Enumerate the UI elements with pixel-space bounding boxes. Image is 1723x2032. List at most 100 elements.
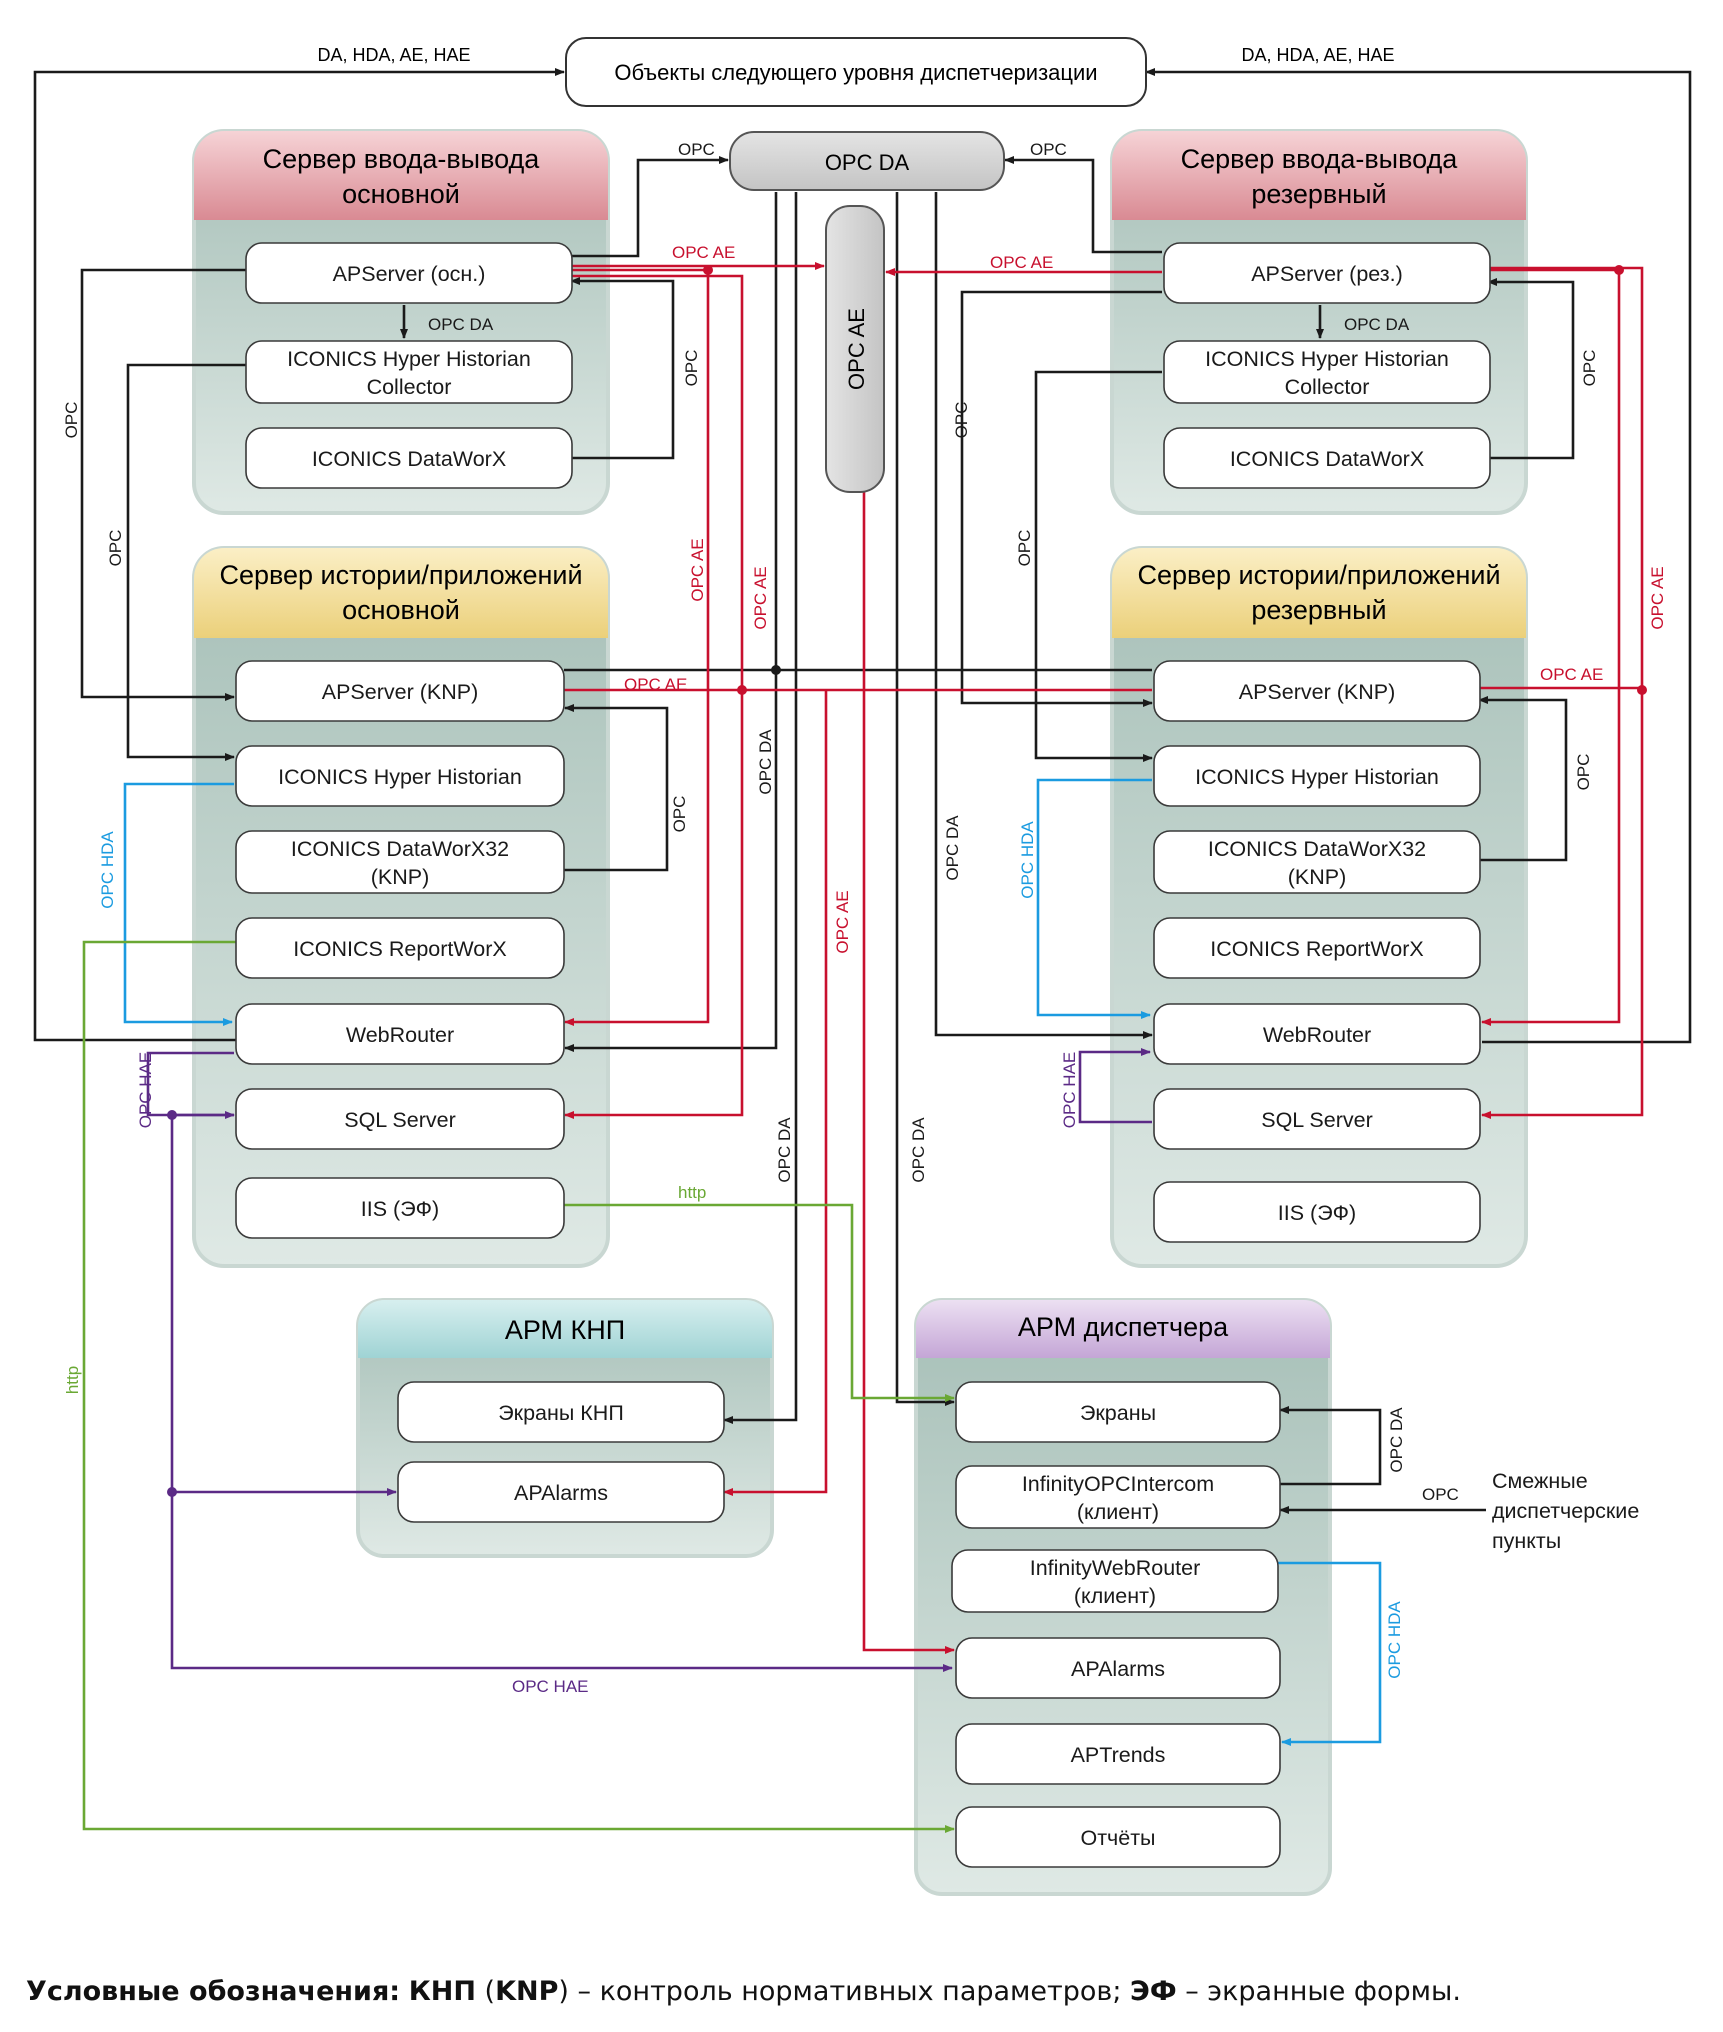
panel-hist-res: Сервер истории/приложений резервный: [1110, 546, 1528, 1268]
label-opc-da: OPC DA: [756, 729, 775, 795]
node-webrouter-res: [1153, 1003, 1481, 1065]
top-label-left: DA, HDA, AE, HAE: [317, 45, 470, 65]
label-opc: OPC: [106, 530, 125, 567]
node-label: WebRouter: [1263, 1023, 1371, 1047]
label-opc-hae: OPC HAE: [1060, 1052, 1079, 1129]
label-opc-da: OPC DA: [943, 815, 962, 881]
node-label: WebRouter: [346, 1023, 454, 1047]
node-dataworx32-res: [1153, 830, 1481, 894]
node-apalarms-knp: [397, 1461, 725, 1523]
panel-title: Сервер истории/приложений: [1137, 560, 1500, 590]
top-box: Объекты следующего уровня диспетчеризаци…: [565, 37, 1147, 107]
link-opcda-webrouter-main: [564, 192, 778, 1052]
legend-knp-desc: – контроль нормативных параметров;: [577, 1976, 1122, 2007]
panel-title: Сервер ввода-вывода: [1181, 144, 1459, 174]
node-ekrany-knp: [397, 1381, 725, 1443]
link-reportworx-otchety: [82, 940, 955, 1833]
node-label: (KNP): [371, 865, 430, 889]
node-apserver-knp-main: [235, 660, 565, 722]
node-iis-main: [235, 1177, 565, 1239]
label-opc: OPC: [682, 350, 701, 387]
label-http: http: [678, 1183, 706, 1202]
label-opc-hda: OPC HDA: [1385, 1601, 1404, 1679]
label-opc-hae: OPC HAE: [512, 1677, 589, 1696]
adjacent-line: Смежные: [1492, 1469, 1588, 1493]
node-label: (KNP): [1288, 865, 1347, 889]
node-label: ICONICS Hyper Historian: [278, 765, 522, 789]
link-opcae-apalarms-knp: [723, 690, 828, 1496]
node-webrouter-client: [951, 1549, 1279, 1613]
label-opc-ae: OPC AE: [990, 253, 1053, 272]
node-label: ICONICS DataWorX: [1230, 447, 1424, 471]
node-apserver-res: [1163, 242, 1491, 304]
link-historian-webrouter-res: [1036, 778, 1152, 1019]
label-opc-ae: OPC AE: [751, 566, 770, 629]
label-opc-hda: OPC HDA: [1018, 821, 1037, 899]
panel-title: АРМ диспетчера: [1018, 1312, 1229, 1342]
link-sql-webrouter-res: [1078, 1048, 1152, 1124]
panel-title: Сервер ввода-вывода: [263, 144, 541, 174]
link-opcae-sql-main: [564, 274, 744, 1119]
node-label: InfinityWebRouter: [1030, 1556, 1201, 1580]
node-label: Collector: [367, 375, 452, 399]
label-opc: OPC: [670, 796, 689, 833]
top-label-right: DA, HDA, AE, HAE: [1241, 45, 1394, 65]
node-label: IIS (ЭФ): [1278, 1201, 1356, 1225]
node-label: Collector: [1285, 375, 1370, 399]
node-label: ICONICS Hyper Historian: [287, 347, 531, 371]
node-label: APServer (рез.): [1251, 262, 1403, 286]
node-label: ICONICS ReportWorX: [1210, 937, 1423, 961]
link-sql-apalarms-knp: [170, 1113, 397, 1496]
node-ekrany: [955, 1381, 1281, 1443]
node-aptrends: [955, 1723, 1281, 1785]
link-opcae-webrouter-main: [564, 268, 710, 1026]
connections: [33, 68, 1692, 1833]
node-apserver-main: [245, 242, 573, 304]
panel-subtitle: основной: [342, 595, 460, 625]
link-opcda-webrouter-res: [934, 192, 1153, 1039]
link-historian-webrouter-main: [123, 782, 234, 1026]
adjacent-line: пункты: [1492, 1529, 1561, 1553]
link-dataworx-apserver-main: [570, 277, 675, 460]
label-opc-ae: OPC AE: [672, 243, 735, 262]
label-opc: OPC: [1015, 530, 1034, 567]
node-iis-res: [1153, 1181, 1481, 1243]
link-collector-historian-main: [126, 363, 246, 761]
legend-ef-desc: – экранные формы.: [1185, 1976, 1461, 2007]
node-dataworx-res: [1163, 427, 1491, 489]
node-label: SQL Server: [344, 1108, 456, 1132]
label-opc-hda: OPC HDA: [98, 831, 117, 909]
label-opc-ae: OPC AE: [624, 675, 687, 694]
link-labels: OPC OPC OPC DA OPC DA OPC OPC OPC OPC OP…: [62, 140, 1667, 1696]
label-opc-ae: OPC AE: [688, 538, 707, 601]
link-opcae-res-vertical: [1488, 266, 1644, 690]
node-label: APServer (KNP): [1239, 680, 1396, 704]
junction-dots: [167, 265, 1647, 1497]
opc-da-bus: OPC DA: [729, 131, 1005, 191]
nodes: [235, 242, 1491, 1868]
link-sql-apalarms: [170, 1492, 953, 1672]
label-opc-da: OPC DA: [428, 315, 494, 334]
label-opc-ae: OPC AE: [1648, 566, 1667, 629]
node-intercom: [955, 1465, 1281, 1529]
label-opc: OPC: [678, 140, 715, 159]
node-label: APTrends: [1071, 1743, 1166, 1767]
link-opcae-sql-res: [1479, 686, 1644, 1119]
node-label: (клиент): [1074, 1584, 1156, 1608]
legend-prefix: Условные обозначения:: [26, 1976, 401, 2007]
panel-hist-main: Сервер истории/приложений основной: [192, 546, 610, 1268]
panel-subtitle: основной: [342, 179, 460, 209]
panel-title: Сервер истории/приложений: [219, 560, 582, 590]
panel-title: АРМ КНП: [505, 1315, 625, 1345]
link-intercom-ekrany: [1278, 1406, 1382, 1486]
link-dataworx32-knp-main: [564, 704, 669, 872]
opc-da-bus-label: OPC DA: [825, 150, 910, 175]
node-collector-res: [1163, 340, 1491, 404]
link-opcae-apalarms: [862, 492, 955, 1654]
node-historian-res: [1153, 745, 1481, 807]
node-historian-main: [235, 745, 565, 807]
label-opc-da: OPC DA: [909, 1117, 928, 1183]
link-collector-historian-res: [1034, 370, 1162, 762]
node-label: ICONICS Hyper Historian: [1195, 765, 1439, 789]
